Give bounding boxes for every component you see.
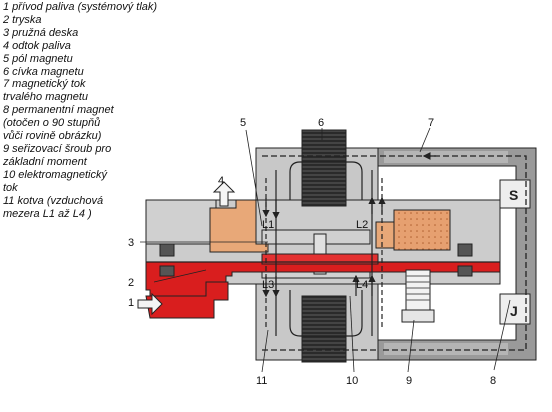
callout-4: 4 bbox=[218, 175, 224, 187]
callout-numbers: 1 2 3 4 5 6 7 8 9 10 11 bbox=[128, 117, 496, 387]
callout-leaders bbox=[140, 127, 511, 373]
fuel-chamber bbox=[209, 199, 451, 253]
callout-6: 6 bbox=[318, 117, 324, 129]
gap-label-l4: L4 bbox=[356, 279, 368, 291]
callout-3: 3 bbox=[128, 237, 134, 249]
permanent-flux-loop bbox=[262, 155, 527, 351]
callout-5: 5 bbox=[240, 117, 246, 129]
callout-2: 2 bbox=[128, 277, 134, 289]
pole-label-south: S bbox=[509, 187, 518, 203]
legend-item-2: 2 tryska bbox=[3, 13, 42, 26]
legend: 1 přívod paliva (systémový tlak) 2 trysk… bbox=[3, 1, 238, 220]
legend-item-8: 8 permanentní magnet (otočen o 90 stupňů… bbox=[3, 104, 114, 143]
fuel-outflow-arrow bbox=[212, 181, 236, 207]
fuel-inlet-arrow bbox=[137, 292, 163, 316]
adjustment-screw bbox=[401, 269, 435, 323]
callout-1: 1 bbox=[128, 297, 134, 309]
legend-item-5: 5 pól magnetu bbox=[3, 52, 73, 65]
permanent-magnet: S J bbox=[499, 179, 531, 325]
callout-7: 7 bbox=[428, 117, 434, 129]
gap-label-l3: L3 bbox=[262, 279, 274, 291]
magnet-frame bbox=[377, 147, 537, 361]
legend-item-11: 11 kotva (vzduchová mezera L1 až L4 ) bbox=[3, 194, 104, 220]
flux-arrows bbox=[262, 196, 386, 298]
mounting-bolts bbox=[159, 243, 473, 277]
legend-item-10: 10 elektromagnetický tok bbox=[3, 168, 107, 194]
legend-item-6: 6 cívka magnetu bbox=[3, 65, 84, 78]
legend-item-4: 4 odtok paliva bbox=[3, 39, 71, 52]
callout-10: 10 bbox=[346, 375, 358, 387]
callout-8: 8 bbox=[490, 375, 496, 387]
gap-label-l2: L2 bbox=[356, 219, 368, 231]
air-gap-labels: L1 L2 L3 L4 bbox=[262, 219, 368, 291]
legend-item-1: 1 přívod paliva (systémový tlak) bbox=[3, 1, 158, 13]
pole-label-north: J bbox=[510, 303, 518, 319]
legend-item-3: 3 pružná deska bbox=[3, 26, 79, 39]
magnet-coil bbox=[301, 129, 347, 363]
gap-label-l1: L1 bbox=[262, 219, 274, 231]
callout-11: 11 bbox=[256, 375, 267, 387]
callout-9: 9 bbox=[406, 375, 412, 387]
legend-item-9: 9 seřizovací šroub pro základní moment bbox=[3, 142, 112, 168]
legend-item-7: 7 magnetický tok trvalého magnetu bbox=[3, 78, 88, 104]
